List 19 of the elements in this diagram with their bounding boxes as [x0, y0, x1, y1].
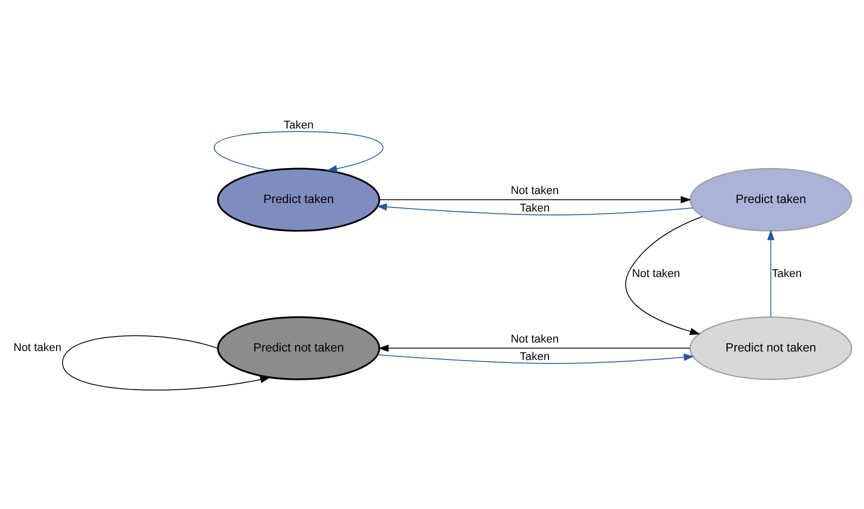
edge-label: Taken	[520, 350, 550, 362]
node-ellipse: Predict taken	[217, 167, 380, 232]
arrow	[62, 334, 271, 390]
edge-label: Not taken	[510, 333, 559, 346]
node-ellipse: Predict taken	[689, 168, 852, 231]
arrow	[377, 353, 694, 364]
edge-label: Not taken	[510, 184, 559, 197]
arrow	[214, 130, 384, 172]
arrow	[767, 229, 774, 317]
arrow	[625, 216, 703, 334]
edge-label: Not taken	[13, 342, 62, 354]
arrow	[379, 196, 692, 203]
edge-label: Taken	[284, 118, 314, 131]
edge-label: Not taken	[632, 267, 680, 280]
arrow	[378, 344, 690, 352]
arrow	[376, 202, 694, 215]
edge-label: Taken	[520, 202, 550, 214]
edge-label: Taken	[772, 267, 802, 280]
node-ellipse: Predict not taken	[217, 316, 380, 380]
